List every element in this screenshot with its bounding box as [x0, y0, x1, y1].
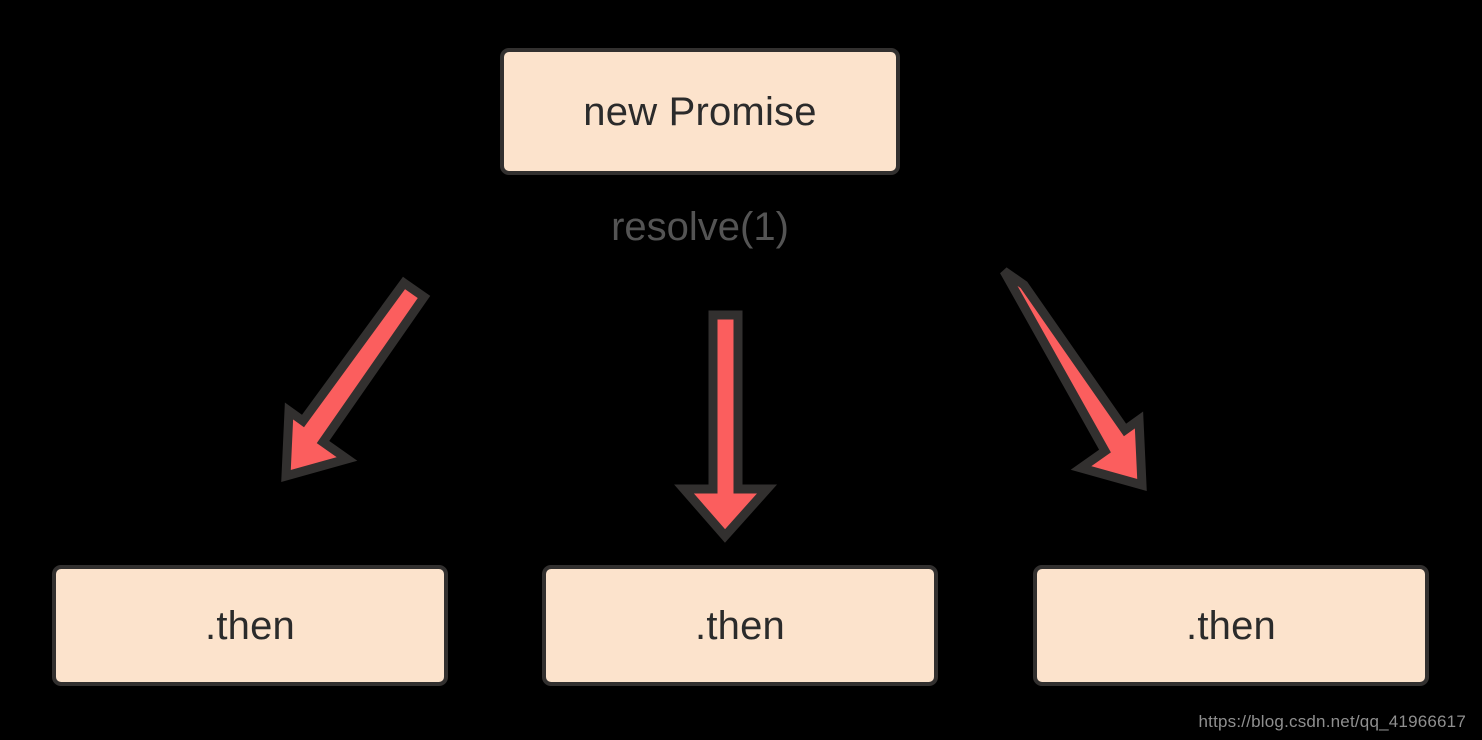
arrow-right-shape [1000, 267, 1147, 492]
node-new-promise-label: new Promise [583, 89, 817, 134]
arrow-left-shape [281, 276, 431, 483]
arrow-left [281, 276, 431, 483]
node-then-middle-label: .then [695, 603, 785, 648]
node-then-right-label: .then [1186, 603, 1276, 648]
edge-label-resolve: resolve(1) [611, 205, 789, 249]
watermark-text: https://blog.csdn.net/qq_41966617 [1198, 712, 1466, 731]
arrow-middle [674, 310, 778, 543]
node-then-middle: .then [542, 565, 938, 686]
node-then-left-label: .then [205, 603, 295, 648]
node-new-promise: new Promise [500, 48, 900, 175]
node-then-left: .then [52, 565, 448, 686]
arrow-middle-shape [674, 310, 778, 543]
node-then-right: .then [1033, 565, 1429, 686]
arrow-right [1000, 267, 1147, 492]
